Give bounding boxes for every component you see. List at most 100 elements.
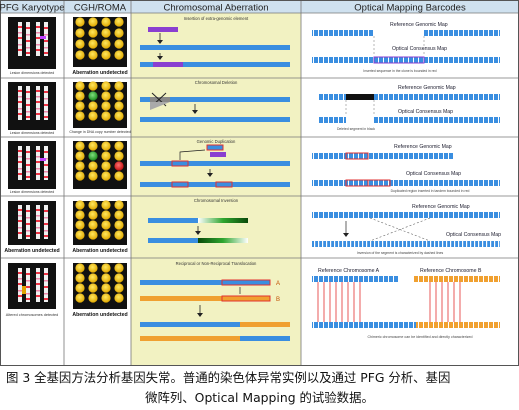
aberration-insertion: Insertion of extra-genomic element bbox=[140, 16, 290, 67]
optical-ref-2: Reference Genomic Map bbox=[398, 85, 456, 91]
array-spot bbox=[88, 91, 98, 101]
array-spot bbox=[101, 200, 111, 210]
array-spot bbox=[88, 263, 98, 273]
array-spot bbox=[101, 263, 111, 273]
optical-cons-4: Optical Consensus Map bbox=[446, 232, 501, 238]
pfg-panel-2: Lesion dimensions detected bbox=[8, 82, 56, 135]
array-spot bbox=[88, 39, 98, 49]
caption-line-1: 图 3 全基因方法分析基因失常。普通的染色体异常实例以及通过 PFG 分析、基因 bbox=[6, 370, 451, 385]
array-spot bbox=[88, 141, 98, 151]
aberration-title-2: Chromosomal Deletion bbox=[195, 80, 238, 85]
label-a: A bbox=[276, 281, 280, 287]
array-spot bbox=[114, 161, 124, 171]
optical-note-2: Deleted segment in black bbox=[337, 127, 375, 131]
aberration-title-1: Insertion of extra-genomic element bbox=[184, 16, 249, 21]
array-spot bbox=[75, 50, 85, 60]
optical-duplication: Reference Genomic Map Optical Consensus … bbox=[312, 144, 500, 193]
array-spot bbox=[114, 263, 124, 273]
header-cgh: CGH/ROMA bbox=[74, 3, 127, 14]
optical-deletion: Reference Genomic Map Optical Consensus … bbox=[318, 85, 500, 131]
array-spot bbox=[88, 101, 98, 111]
array-spot bbox=[101, 50, 111, 60]
cgh-caption-5: Aberration undetected bbox=[72, 312, 127, 318]
array-spot bbox=[88, 200, 98, 210]
pfg-panel-1: Lesion dimensions detected bbox=[8, 17, 56, 75]
array-spot bbox=[101, 210, 111, 220]
array-spot bbox=[88, 273, 98, 283]
optical-cons-1: Optical Consensus Map bbox=[392, 46, 447, 52]
array-spot bbox=[88, 151, 98, 161]
array-spot bbox=[101, 273, 111, 283]
inserted-element bbox=[148, 27, 178, 32]
array-spot bbox=[101, 161, 111, 171]
array-spot bbox=[114, 17, 124, 27]
array-spot bbox=[88, 220, 98, 230]
pfg-caption-2: Lesion dimensions detected bbox=[10, 131, 55, 135]
chromosome-bar bbox=[140, 45, 290, 50]
optical-ref-5b: Reference Chromosome B bbox=[420, 268, 482, 274]
array-spot bbox=[101, 28, 111, 38]
array-spot bbox=[75, 293, 85, 303]
aberration-title-4: Chromosomal Inversion bbox=[194, 198, 239, 203]
array-spot bbox=[114, 39, 124, 49]
label-b: B bbox=[276, 297, 280, 303]
optical-translocation: Reference Chromosome A Reference Chromos… bbox=[312, 268, 500, 339]
aberration-title-3: Genomic Duplication bbox=[197, 139, 236, 144]
array-spot bbox=[75, 230, 85, 240]
pfg-panel-3: Lesion dimensions detected bbox=[8, 141, 56, 194]
cgh-array-1 bbox=[73, 17, 127, 67]
array-spot bbox=[114, 230, 124, 240]
optical-cons-3: Optical Consensus Map bbox=[406, 171, 461, 177]
optical-ref-4: Reference Genomic Map bbox=[412, 204, 470, 210]
array-spot bbox=[88, 81, 98, 91]
array-spot bbox=[88, 230, 98, 240]
array-spot bbox=[101, 91, 111, 101]
array-spot bbox=[88, 161, 98, 171]
pfg-caption-1: Lesion dimensions detected bbox=[10, 71, 55, 75]
optical-note-4: Inversion of the segment is characterize… bbox=[357, 251, 444, 255]
pfg-caption-3: Lesion dimensions detected bbox=[10, 190, 55, 194]
array-spot bbox=[114, 293, 124, 303]
array-spot bbox=[75, 273, 85, 283]
array-spot bbox=[101, 111, 111, 121]
aberration-deletion: Chromosomal Deletion bbox=[140, 80, 290, 122]
array-spot bbox=[114, 220, 124, 230]
pfg-caption-5: Altered chromosomes detected bbox=[6, 313, 59, 317]
array-spot bbox=[75, 171, 85, 181]
array-spot bbox=[114, 50, 124, 60]
array-spot bbox=[88, 28, 98, 38]
array-spot bbox=[114, 210, 124, 220]
optical-note-1: Inserted sequence in the clone is bounde… bbox=[363, 69, 436, 73]
cgh-caption-2: Change in DNA copy number detected bbox=[69, 130, 130, 134]
array-spot bbox=[88, 111, 98, 121]
optical-note-3: Duplicated region inserted in tandem bou… bbox=[391, 189, 470, 193]
cgh-array-5 bbox=[73, 263, 127, 309]
genome-aberration-figure: PFG Karyotype CGH/ROMA Chromosomal Aberr… bbox=[0, 0, 519, 366]
array-spot bbox=[88, 171, 98, 181]
array-spot bbox=[75, 81, 85, 91]
array-spot bbox=[101, 293, 111, 303]
array-spot bbox=[101, 283, 111, 293]
array-spot bbox=[114, 111, 124, 121]
aberration-inversion: Chromosomal Inversion bbox=[148, 198, 248, 243]
array-spot bbox=[75, 200, 85, 210]
array-spot bbox=[101, 141, 111, 151]
array-spot bbox=[75, 91, 85, 101]
array-spot bbox=[101, 81, 111, 91]
array-spot bbox=[88, 210, 98, 220]
array-spot bbox=[75, 17, 85, 27]
array-spot bbox=[101, 39, 111, 49]
array-spot bbox=[75, 263, 85, 273]
array-spot bbox=[88, 50, 98, 60]
header-optical: Optical Mapping Barcodes bbox=[354, 3, 466, 14]
array-spot bbox=[75, 28, 85, 38]
optical-ref-3: Reference Genomic Map bbox=[394, 144, 452, 150]
array-spot bbox=[101, 101, 111, 111]
array-spot bbox=[114, 273, 124, 283]
array-spot bbox=[101, 151, 111, 161]
array-spot bbox=[101, 171, 111, 181]
header-pfg: PFG Karyotype bbox=[0, 3, 64, 14]
array-spot bbox=[114, 91, 124, 101]
cgh-caption-1: Aberration undetected bbox=[72, 70, 127, 76]
array-spot bbox=[75, 283, 85, 293]
